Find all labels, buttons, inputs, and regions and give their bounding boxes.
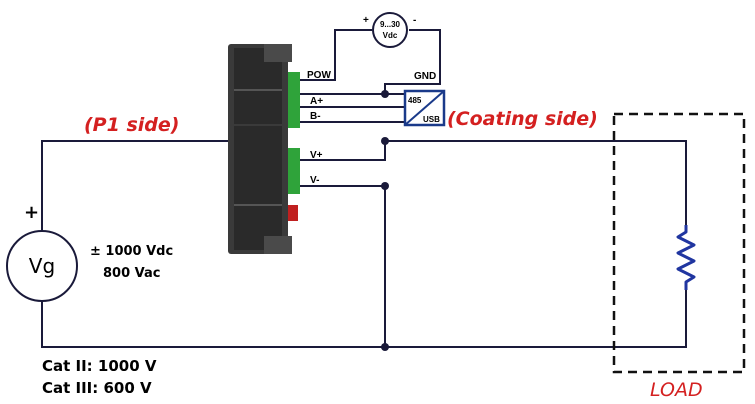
p1-side-label: (P1 side) bbox=[84, 114, 179, 136]
supply-minus: - bbox=[413, 15, 416, 26]
load-label: LOAD bbox=[650, 379, 703, 401]
wire-gnd bbox=[384, 29, 441, 94]
voltage-source: Vg bbox=[6, 230, 78, 302]
resistor-symbol bbox=[676, 225, 696, 290]
source-plus-sign: + bbox=[24, 202, 39, 223]
pin-label-a-plus: A+ bbox=[310, 96, 323, 107]
terminal-block-voltage bbox=[288, 148, 300, 194]
cat-iii-rating: Cat III: 600 V bbox=[42, 379, 152, 397]
spec-ac: 800 Vac bbox=[103, 266, 161, 281]
supply-plus: + bbox=[363, 15, 369, 26]
pin-label-gnd: GND bbox=[414, 71, 436, 82]
wire-v-minus bbox=[298, 185, 386, 347]
converter-top-label: 485 bbox=[408, 96, 422, 105]
converter-bottom-label: USB bbox=[423, 115, 440, 124]
wire-pow bbox=[298, 29, 372, 81]
pin-label-v-minus: V- bbox=[310, 175, 319, 186]
coating-side-label: (Coating side) bbox=[447, 108, 598, 130]
wire-source-bottom bbox=[41, 290, 687, 348]
vg-label: Vg bbox=[29, 254, 55, 278]
junction-dot bbox=[381, 182, 389, 190]
supply-range: 9...30 bbox=[380, 20, 401, 29]
rs485-usb-converter: 485 USB bbox=[403, 89, 446, 127]
wire-source-top bbox=[41, 140, 228, 232]
terminal-block-red bbox=[288, 205, 298, 221]
pin-label-b-minus: B- bbox=[310, 111, 321, 122]
spec-dc: ± 1000 Vdc bbox=[90, 244, 173, 259]
sensor-module bbox=[228, 44, 300, 254]
pin-label-v-plus: V+ bbox=[310, 150, 323, 161]
wire-v-plus bbox=[298, 140, 687, 225]
pin-label-pow: POW bbox=[307, 70, 331, 81]
dc-supply: 9...30 Vdc + - bbox=[363, 12, 416, 48]
cat-ii-rating: Cat II: 1000 V bbox=[42, 357, 157, 375]
junction-dot bbox=[381, 137, 389, 145]
terminal-block-comms bbox=[288, 72, 300, 128]
supply-unit: Vdc bbox=[383, 31, 398, 40]
load-boundary bbox=[612, 112, 746, 374]
junction-dot bbox=[381, 343, 389, 351]
junction-dot bbox=[381, 90, 389, 98]
